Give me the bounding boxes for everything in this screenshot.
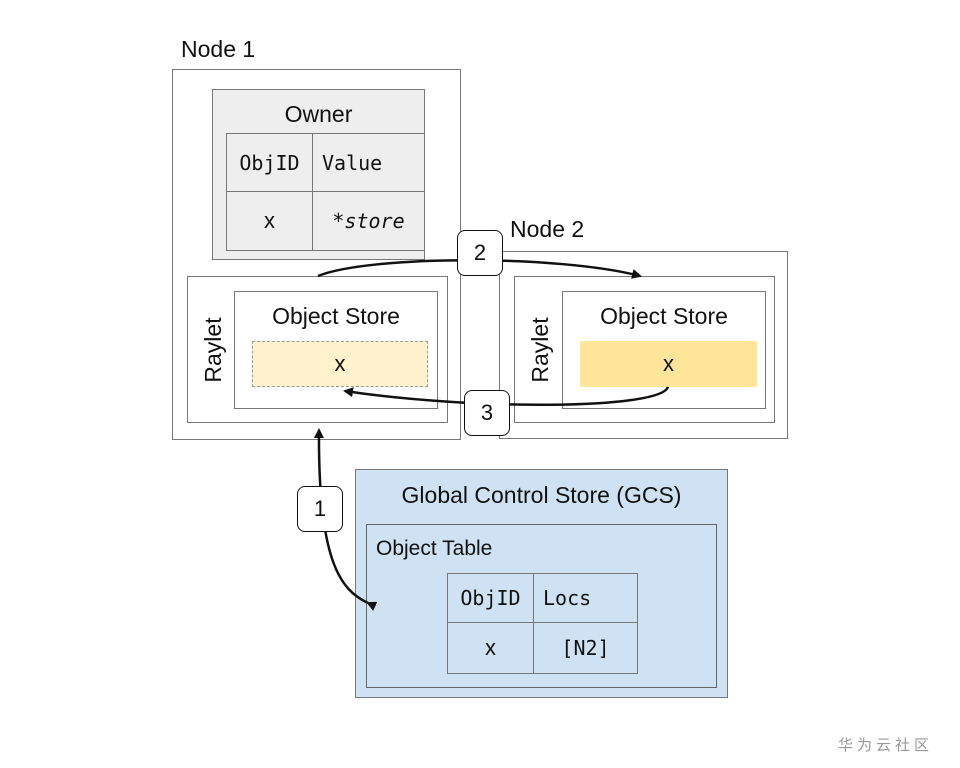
gcs-title: Global Control Store (GCS)	[401, 482, 682, 508]
owner-cell-objid: x	[226, 191, 313, 251]
object-table: ObjID Locs x [N2]	[447, 573, 638, 674]
object-table-cell-locs: [N2]	[533, 622, 638, 674]
node-1-object-store-title: Object Store	[272, 303, 400, 329]
step-2-label: 2	[473, 240, 487, 265]
step-3-label: 3	[480, 400, 494, 425]
owner-header-value: Value	[312, 133, 425, 192]
object-table-header-objid: ObjID	[447, 573, 534, 623]
object-table-header-locs: Locs	[533, 573, 638, 623]
node-2-object-x: x	[580, 341, 757, 387]
object-table-cell-objid: x	[447, 622, 534, 674]
object-table-title: Object Table	[376, 537, 493, 560]
node-2-object-x-label: x	[663, 351, 674, 376]
watermark: 华为云社区	[838, 737, 934, 754]
owner-header-objid: ObjID	[226, 133, 313, 192]
owner-table: ObjID Value x *store	[226, 133, 425, 251]
step-1-label: 1	[313, 496, 327, 521]
node-1-raylet-label: Raylet	[200, 317, 226, 383]
owner-cell-value: *store	[312, 191, 425, 251]
step-1-badge: 1	[297, 486, 343, 532]
step-3-badge: 3	[464, 390, 510, 436]
step-2-badge: 2	[457, 230, 503, 276]
owner-title: Owner	[284, 101, 353, 127]
node-1-label: Node 1	[181, 36, 256, 62]
node-1-object-x: x	[252, 341, 428, 387]
node-1-object-x-label: x	[334, 351, 346, 376]
node-2-raylet-label: Raylet	[527, 317, 553, 383]
node-2-label: Node 2	[510, 216, 585, 242]
node-2-object-store-title: Object Store	[600, 303, 728, 329]
